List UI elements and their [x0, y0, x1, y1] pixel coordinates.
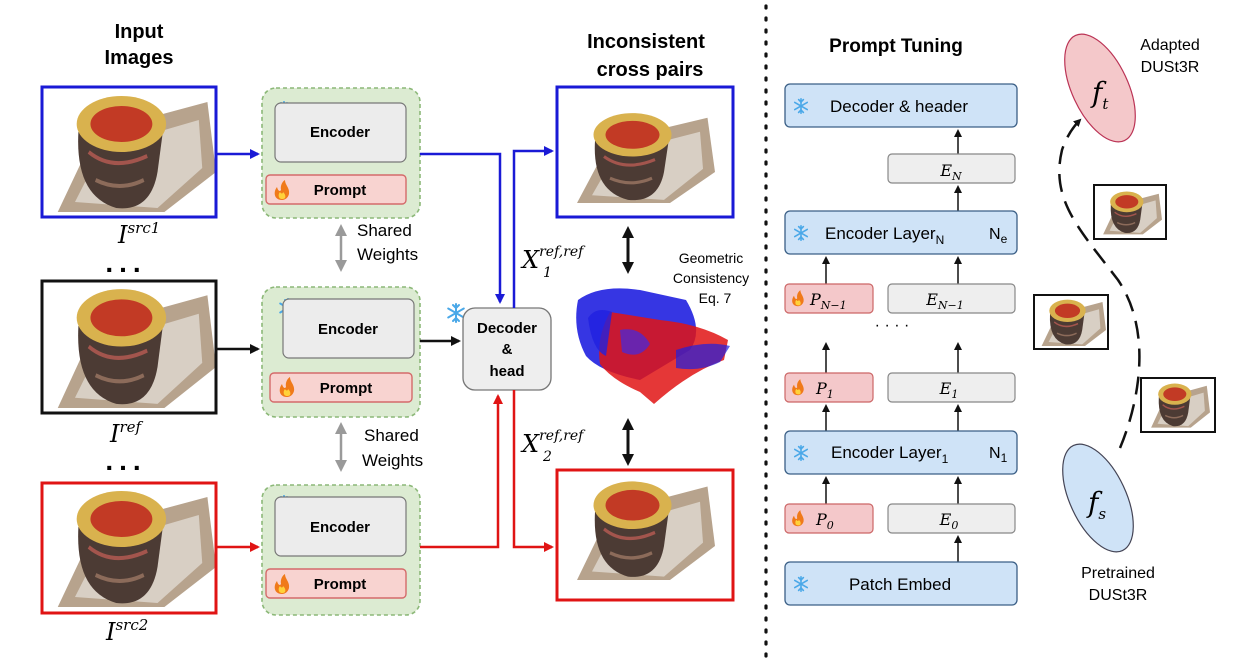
encoder-layer-1-label: Encoder Layer1	[831, 443, 949, 466]
encoder-block-1: Encoder Prompt	[261, 87, 421, 219]
adaptation-trajectory	[1058, 118, 1141, 449]
dots-top: ...	[105, 247, 146, 278]
src2-label: Isrc2	[105, 616, 148, 646]
adapted-label-2: DUSt3R	[1141, 59, 1200, 76]
en-box: EN	[887, 153, 1016, 184]
prompt-label-3: Prompt	[314, 576, 367, 593]
layers-ellipsis: · · · ·	[875, 317, 910, 334]
shared-weights-label-2a: Shared	[364, 426, 419, 445]
decoder-head-block: Decoder & head	[447, 303, 552, 391]
encoder-layer-1-tag: N1	[989, 445, 1008, 465]
pn1-box: PN−1	[784, 283, 874, 314]
patch-embed-block: Patch Embed	[784, 561, 1018, 606]
x1-label: Xref,ref	[520, 244, 586, 274]
encoder-label-3: Encoder	[310, 519, 370, 536]
encoder-layer-n-block: Encoder LayerN Ne	[784, 210, 1018, 255]
ref-image	[40, 279, 216, 415]
en1-label: EN−1	[925, 290, 964, 312]
x1-label-sub: 1	[543, 265, 552, 281]
patch-embed-label: Patch Embed	[849, 575, 951, 594]
inconsistent-title-2: cross pairs	[597, 59, 704, 81]
arrow-enc1-decoder	[420, 152, 505, 304]
arrow-decoder-out2	[512, 390, 554, 552]
geo-label-1: Geometric	[679, 250, 744, 266]
adapted-label-1: Adapted	[1140, 37, 1200, 54]
e1-box: E1	[887, 372, 1016, 403]
decoder-label-2: &	[502, 341, 513, 358]
trajectory-thumb-1	[1093, 184, 1167, 240]
arrow-decoder-out1	[512, 146, 554, 308]
en1-box: EN−1	[887, 283, 1016, 314]
e0-label: E0	[939, 510, 959, 532]
ft-ellipse: ft	[1064, 33, 1136, 143]
en-label: EN	[939, 161, 962, 183]
x2-label: Xref,ref	[520, 428, 586, 458]
pn1-label: PN−1	[809, 290, 847, 312]
encoder-block-3: Encoder Prompt	[261, 484, 421, 616]
encoder-layer-n-tag: Ne	[989, 226, 1008, 246]
p1-label: P1	[815, 379, 834, 401]
input-images-title-2: Images	[105, 47, 174, 69]
src1-label: Isrc1	[117, 219, 160, 249]
shared-weights-label-1a: Shared	[357, 221, 412, 240]
cross-pair-image-2	[555, 468, 735, 602]
p1-box: P1	[784, 372, 874, 403]
e0-box: E0	[887, 503, 1016, 534]
cross-pair-image-1	[555, 85, 735, 219]
inconsistent-title-1: Inconsistent	[587, 31, 705, 53]
dots-bottom: ...	[105, 445, 146, 476]
encoder-layer-1-block: Encoder Layer1 N1	[784, 430, 1018, 475]
encoder-label-2: Encoder	[318, 321, 378, 338]
pretrained-label-1: Pretrained	[1081, 565, 1155, 582]
src1-image	[40, 85, 218, 219]
shared-weights-label-2b: Weights	[362, 451, 423, 470]
prompt-label-2: Prompt	[320, 380, 373, 397]
geo-label-3: Eq. 7	[699, 290, 732, 306]
arrow-enc3-decoder	[420, 394, 503, 549]
src2-image	[40, 481, 218, 615]
prompt-label-1: Prompt	[314, 182, 367, 199]
fs-ellipse: fs	[1062, 443, 1134, 553]
shared-weights-label-1b: Weights	[357, 245, 418, 264]
trajectory-thumb-3	[1140, 377, 1216, 433]
decoder-label-3: head	[489, 363, 524, 380]
snowflake-icon	[447, 303, 465, 323]
encoder-label-1: Encoder	[310, 124, 370, 141]
prompt-tuning-title: Prompt Tuning	[829, 36, 963, 57]
decoder-header-label: Decoder & header	[830, 97, 968, 116]
encoder-layer-n-label: Encoder LayerN	[825, 224, 944, 247]
encoder-block-2: Encoder Prompt	[261, 286, 421, 418]
input-images-title-1: Input	[115, 21, 164, 43]
e1-label: E1	[939, 379, 959, 401]
point-cloud-image	[576, 288, 730, 404]
decoder-label-1: Decoder	[477, 320, 537, 337]
p0-label: P0	[815, 510, 834, 532]
ref-label: Iref	[109, 418, 144, 448]
pretrained-label-2: DUSt3R	[1089, 587, 1148, 604]
geo-label-2: Consistency	[673, 270, 749, 286]
p0-box: P0	[784, 503, 874, 534]
trajectory-thumb-2	[1033, 294, 1109, 350]
decoder-header-block: Decoder & header	[784, 83, 1018, 128]
x2-label-sub: 2	[542, 449, 552, 465]
